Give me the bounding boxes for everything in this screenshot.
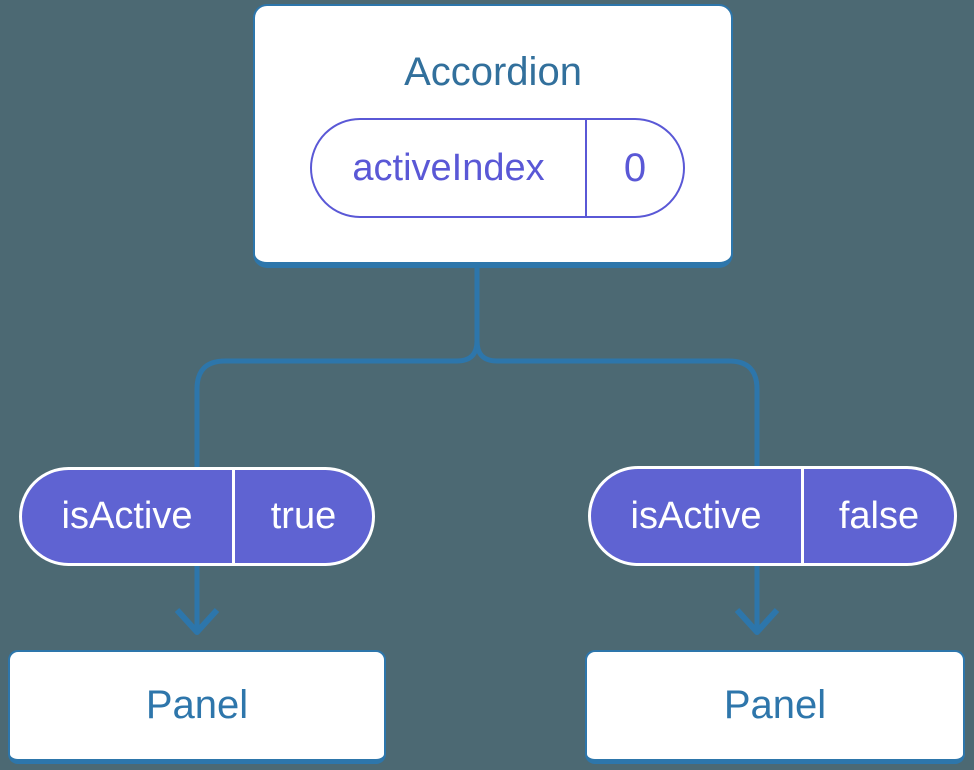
state-pill: activeIndex 0 [310,118,685,218]
prop-pill-left: isActive true [19,467,375,566]
arrow-down-icon [174,607,220,635]
prop-pill-value: false [838,494,920,537]
prop-pill-name: isActive [61,495,193,537]
prop-pill-name: isActive [630,494,762,537]
pill-divider [585,120,587,216]
component-title: Accordion [404,50,582,94]
panel-title: Panel [145,683,249,727]
accordion-component-node: Accordion activeIndex 0 [253,4,733,268]
connector-right-branch [474,266,760,630]
pill-divider [232,470,235,563]
state-pill-name: activeIndex [352,146,545,189]
prop-pill-value: true [270,495,337,537]
pill-divider [801,469,804,563]
connector-left-branch [194,266,480,630]
panel-node-left: Panel [8,650,386,764]
state-pill-value: 0 [623,145,647,190]
panel-node-right: Panel [585,650,965,764]
prop-pill-right: isActive false [588,466,957,566]
arrow-down-icon [734,607,780,635]
panel-title: Panel [723,683,827,727]
